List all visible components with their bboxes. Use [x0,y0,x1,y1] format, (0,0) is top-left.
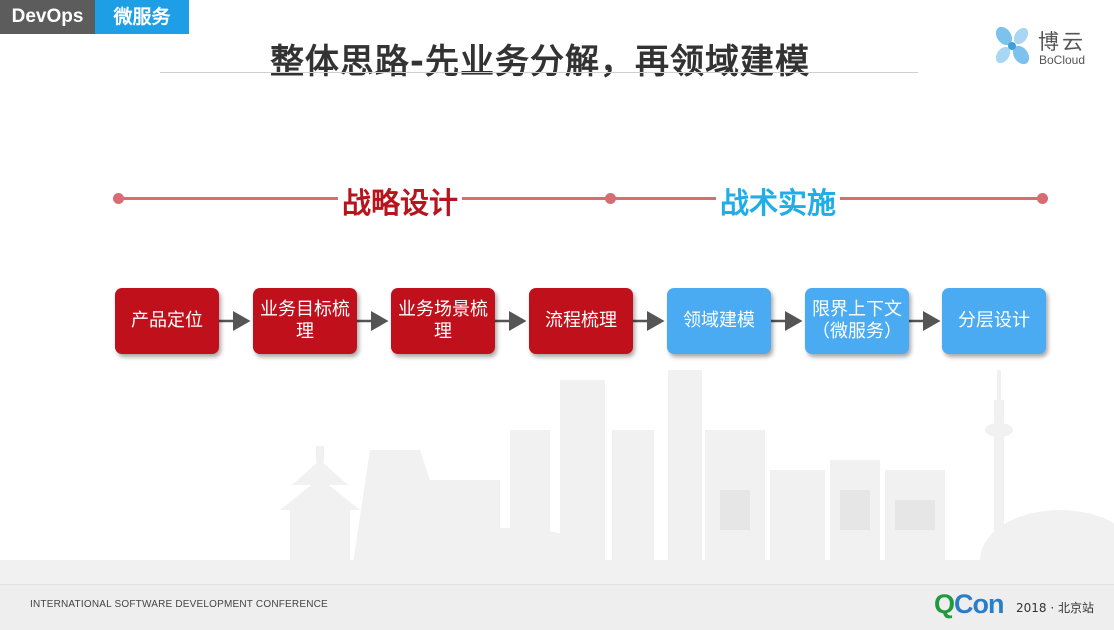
step-arrows [219,311,941,331]
phase-label-tactics: 战术实施 [716,180,841,222]
qcon-edition: 2018 · 北京站 [1016,601,1094,615]
step-process-mapping: 流程梳理 [529,288,633,354]
step-bounded-context: 限界上下文（微服务） [805,288,909,354]
timeline-end-dot [1037,193,1048,204]
devops-tag: DevOps [0,0,95,34]
bocloud-flower-icon [995,26,1030,65]
footer-bar: INTERNATIONAL SOFTWARE DEVELOPMENT CONFE… [0,584,1114,630]
slide-title: 整体思路-先业务分解，再领域建模 [269,42,811,82]
step-product-positioning: 产品定位 [115,288,219,354]
step-business-scenarios: 业务场景梳理 [391,288,495,354]
step-domain-modeling: 领域建模 [667,288,771,354]
logo-english-name: BoCloud [1039,53,1086,67]
microservice-tag: 微服务 [95,0,189,34]
bocloud-logo: 博云 BoCloud [990,24,1100,70]
logo-chinese-name: 博云 [1038,30,1086,54]
timeline-mid-dot [605,193,616,204]
step-business-goals: 业务目标梳理 [253,288,357,354]
timeline-start-dot [113,193,124,204]
title-divider [160,72,918,73]
qcon-logo-q: Q [934,589,955,619]
qcon-logo: QCon [934,589,1005,620]
phase-label-strategy: 战略设计 [338,180,463,222]
conference-name: INTERNATIONAL SOFTWARE DEVELOPMENT CONFE… [30,599,328,610]
qcon-logo-con: Con [954,589,1004,619]
step-layered-design: 分层设计 [942,288,1046,354]
city-skyline-watermark [0,370,1114,584]
